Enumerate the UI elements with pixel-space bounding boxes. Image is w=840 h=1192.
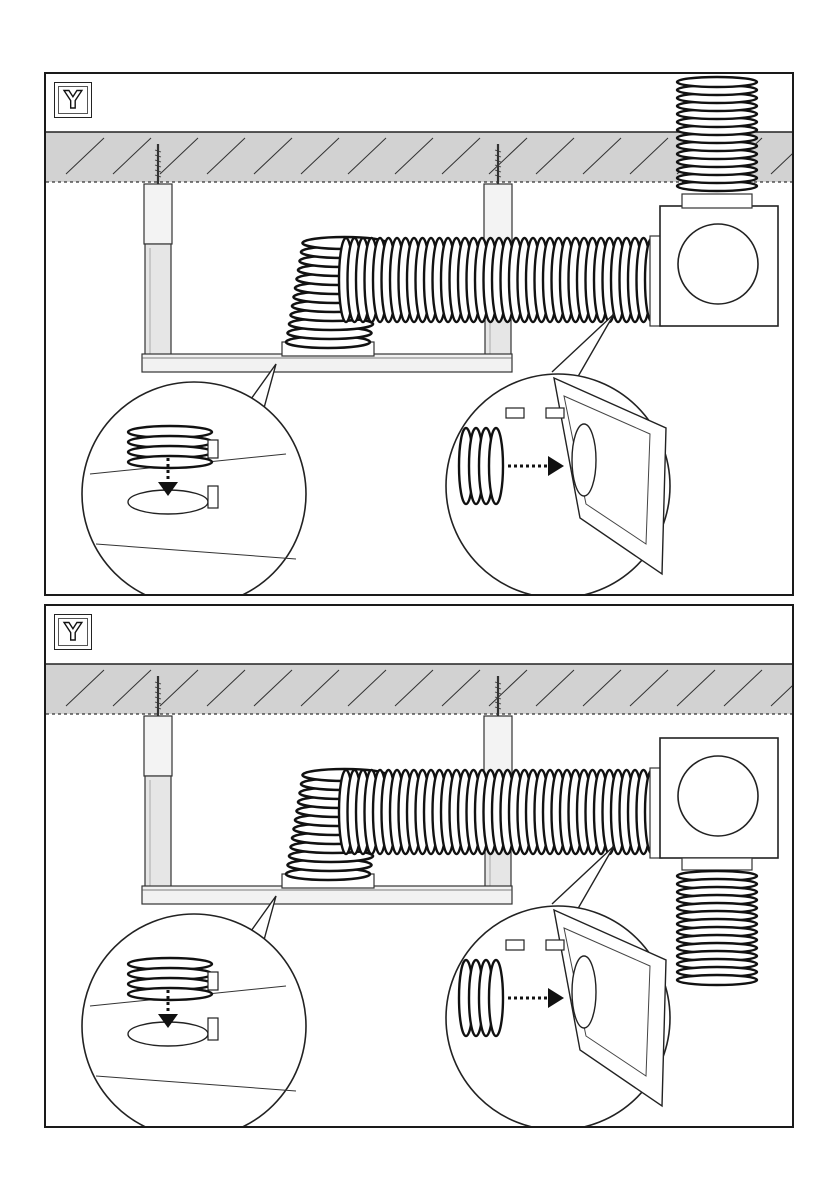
detail-circle-collar [82, 364, 306, 594]
column-upper [484, 184, 512, 244]
box-round-opening [678, 224, 758, 304]
spigot [572, 956, 596, 1028]
hose-clamp-right [546, 408, 564, 418]
support-column [144, 184, 172, 356]
detail-outline [82, 382, 306, 594]
hose-ring [677, 77, 757, 87]
column-upper [484, 716, 512, 776]
installation-panel-bottom: Y [44, 604, 794, 1128]
flexible-hose-horizontal [339, 238, 685, 322]
callout-pointer [552, 314, 614, 380]
hose-clamp-lower [208, 486, 218, 508]
hood-top-plate [142, 886, 512, 904]
detail-outline [82, 914, 306, 1126]
installation-panel-top: Y [44, 72, 794, 596]
column-lower [145, 244, 171, 356]
hose-clamp-lower [208, 1018, 218, 1040]
callout-pointer [552, 846, 614, 912]
box-round-opening [678, 756, 758, 836]
outlet-hose-up [677, 77, 757, 208]
installation-diagram-bottom [46, 606, 792, 1126]
junction-box [650, 206, 778, 326]
hood-top-plate [142, 354, 512, 372]
support-column [144, 716, 172, 888]
column-upper [144, 716, 172, 776]
spigot [572, 424, 596, 496]
detail-circle-collar [82, 896, 306, 1126]
flexible-hose-horizontal [339, 770, 685, 854]
hose-ring [489, 428, 503, 504]
hose-ring [128, 988, 212, 1000]
outlet-hose-down [677, 858, 757, 985]
hose-clamp-left [506, 408, 524, 418]
column-lower [145, 776, 171, 888]
hose-clamp-left [506, 940, 524, 950]
outlet-collar [682, 858, 752, 870]
hose-clamp-upper [208, 440, 218, 458]
hose-clamp-right [546, 940, 564, 950]
hose-ring [489, 960, 503, 1036]
hose-ring [677, 975, 757, 985]
column-upper [144, 184, 172, 244]
hose-clamp-upper [208, 972, 218, 990]
junction-box [650, 738, 778, 858]
hose-ring [128, 456, 212, 468]
installation-diagram-top [46, 74, 792, 594]
outlet-collar [682, 194, 752, 208]
